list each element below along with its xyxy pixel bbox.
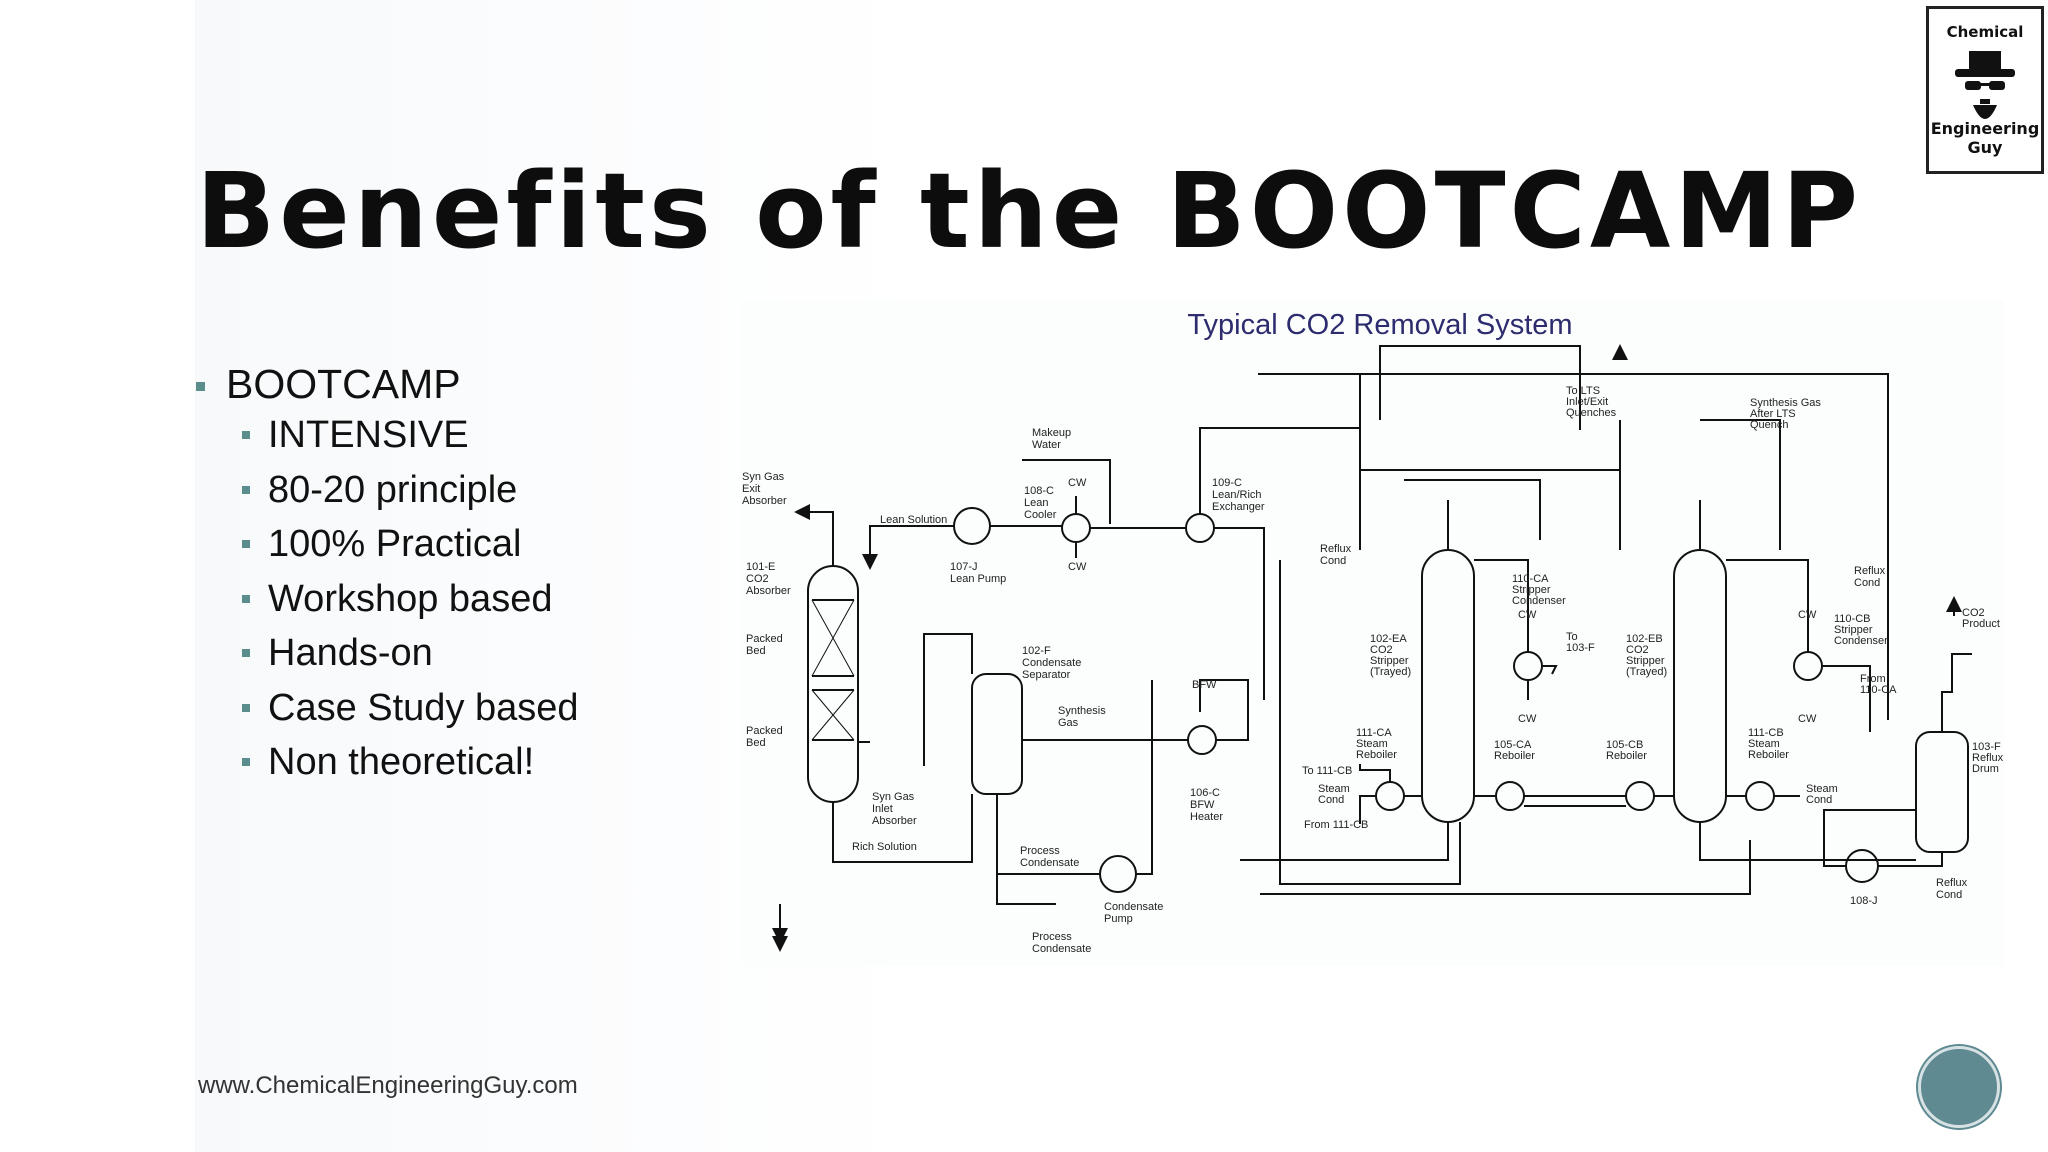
reboiler-105ca — [1495, 781, 1525, 811]
label-cw-condenser-b-bottom: CW — [1798, 713, 1817, 725]
diagram-title: Typical CO2 Removal System — [1187, 309, 1572, 341]
sub-bullet: Non theoretical! — [242, 735, 579, 790]
logo-bottom-text: Engineering Guy — [1930, 119, 2040, 157]
label-rich-solution: Rich Solution — [852, 841, 917, 853]
footer-url[interactable]: www.ChemicalEngineeringGuy.com — [198, 1072, 578, 1099]
label-pump-108j: 108-J — [1850, 895, 1878, 907]
bfw-heater — [1187, 725, 1217, 755]
label-cw-condenser-b-top: CW — [1798, 609, 1817, 621]
label-cw-condenser-a-bottom: CW — [1518, 713, 1537, 725]
lean-cooler — [1061, 513, 1091, 543]
sub-bullet: Hands-on — [242, 626, 579, 681]
slide-number-badge — [1918, 1046, 2000, 1128]
hat-and-glasses-icon — [1955, 51, 2015, 119]
label-cw-cooler-top: CW — [1068, 477, 1087, 489]
bullet-list: BOOTCAMP INTENSIVE 80-20 principle 100% … — [196, 360, 579, 790]
label-from-111cb: From 111-CB — [1304, 819, 1368, 831]
pump-108j — [1845, 849, 1879, 883]
process-flow-diagram: Typical CO2 Removal System — [742, 309, 2004, 955]
sub-bullet-list: INTENSIVE 80-20 principle 100% Practical… — [196, 408, 579, 790]
logo-top-text: Chemical — [1946, 23, 2024, 41]
reboiler-111ca — [1375, 781, 1405, 811]
label-lean-solution: Lean Solution — [880, 514, 947, 526]
reflux-drum — [1915, 731, 1969, 853]
chemical-engineering-guy-logo: Chemical Engineering Guy — [1926, 6, 2044, 174]
condenser-b — [1793, 651, 1823, 681]
condenser-a — [1513, 651, 1543, 681]
label-to-111cb: To 111-CB — [1302, 765, 1352, 777]
label-bfw: BFW — [1192, 679, 1217, 691]
lean-rich-exchanger — [1185, 513, 1215, 543]
sub-bullet: 80-20 principle — [242, 463, 579, 518]
sub-bullet: 100% Practical — [242, 517, 579, 572]
sub-bullet: Workshop based — [242, 572, 579, 627]
label-cw-condenser-a-top: CW — [1518, 609, 1537, 621]
reboiler-105cb — [1625, 781, 1655, 811]
stripper-b-column — [1673, 549, 1727, 823]
bullet-main-text: BOOTCAMP — [226, 361, 461, 407]
condensate-separator — [971, 673, 1023, 795]
sub-bullet: INTENSIVE — [242, 408, 579, 463]
sub-bullet-group: INTENSIVE 80-20 principle 100% Practical… — [196, 408, 579, 790]
label-cw-cooler-bottom: CW — [1068, 561, 1087, 573]
sub-bullet: Case Study based — [242, 681, 579, 736]
slide-title: Benefits of the BOOTCAMP — [196, 150, 1863, 272]
co2-removal-diagram: Typical CO2 Removal System — [740, 300, 2004, 966]
stripper-a-column — [1421, 549, 1475, 823]
reboiler-111cb — [1745, 781, 1775, 811]
lean-pump — [953, 507, 991, 545]
bullet-main: BOOTCAMP — [196, 360, 579, 408]
condensate-pump — [1099, 855, 1137, 893]
absorber-column — [807, 565, 859, 803]
